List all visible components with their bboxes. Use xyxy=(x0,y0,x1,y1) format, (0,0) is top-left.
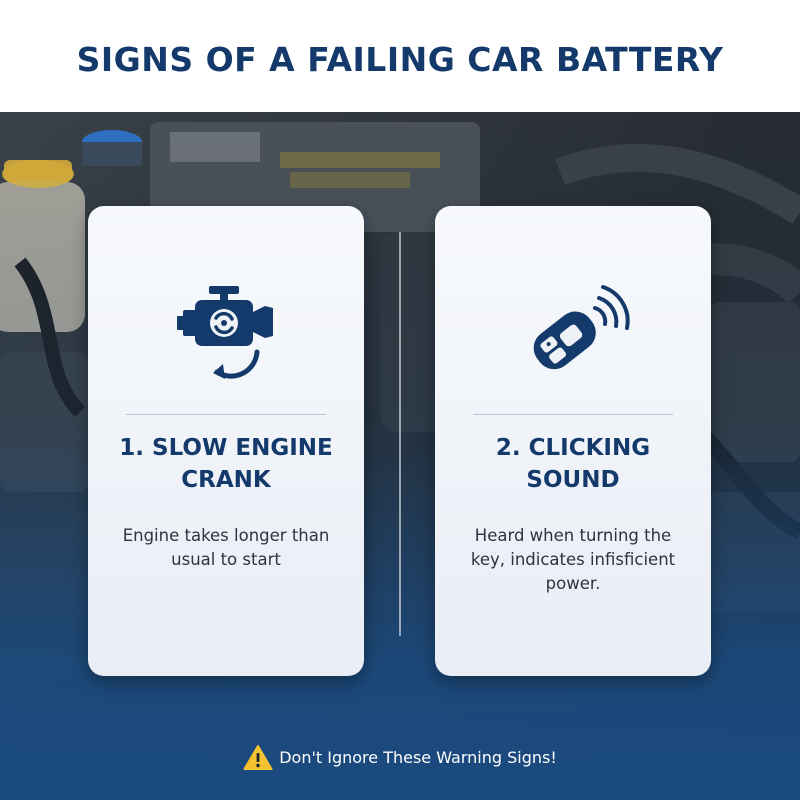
card-divider-line xyxy=(126,414,326,415)
center-divider xyxy=(399,232,401,636)
footer-warning: Don't Ignore These Warning Signs! xyxy=(0,740,800,774)
warning-icon xyxy=(243,744,273,770)
header: SIGNS OF A FAILING CAR BATTERY xyxy=(0,0,800,112)
footer-warning-text: Don't Ignore These Warning Signs! xyxy=(279,747,557,767)
card-divider-line xyxy=(473,414,673,415)
card-icon-wrapper xyxy=(435,268,711,398)
card-title: 2. CLICKING SOUND xyxy=(495,435,651,493)
sign-card-clicking-sound: 2. CLICKING SOUND Heard when turning the… xyxy=(435,206,711,676)
card-description: Engine takes longer than usual to start xyxy=(122,526,330,569)
engine-icon xyxy=(177,286,273,379)
page-title: SIGNS OF A FAILING CAR BATTERY xyxy=(76,39,724,79)
card-description: Heard when turning the key, indicates in… xyxy=(470,526,676,593)
card-icon-wrapper xyxy=(88,268,364,398)
key-fob-signal-icon xyxy=(533,285,630,370)
card-title: 1. SLOW ENGINE CRANK xyxy=(119,435,333,493)
sign-card-slow-engine-crank: 1. SLOW ENGINE CRANK Engine takes longer… xyxy=(88,206,364,676)
